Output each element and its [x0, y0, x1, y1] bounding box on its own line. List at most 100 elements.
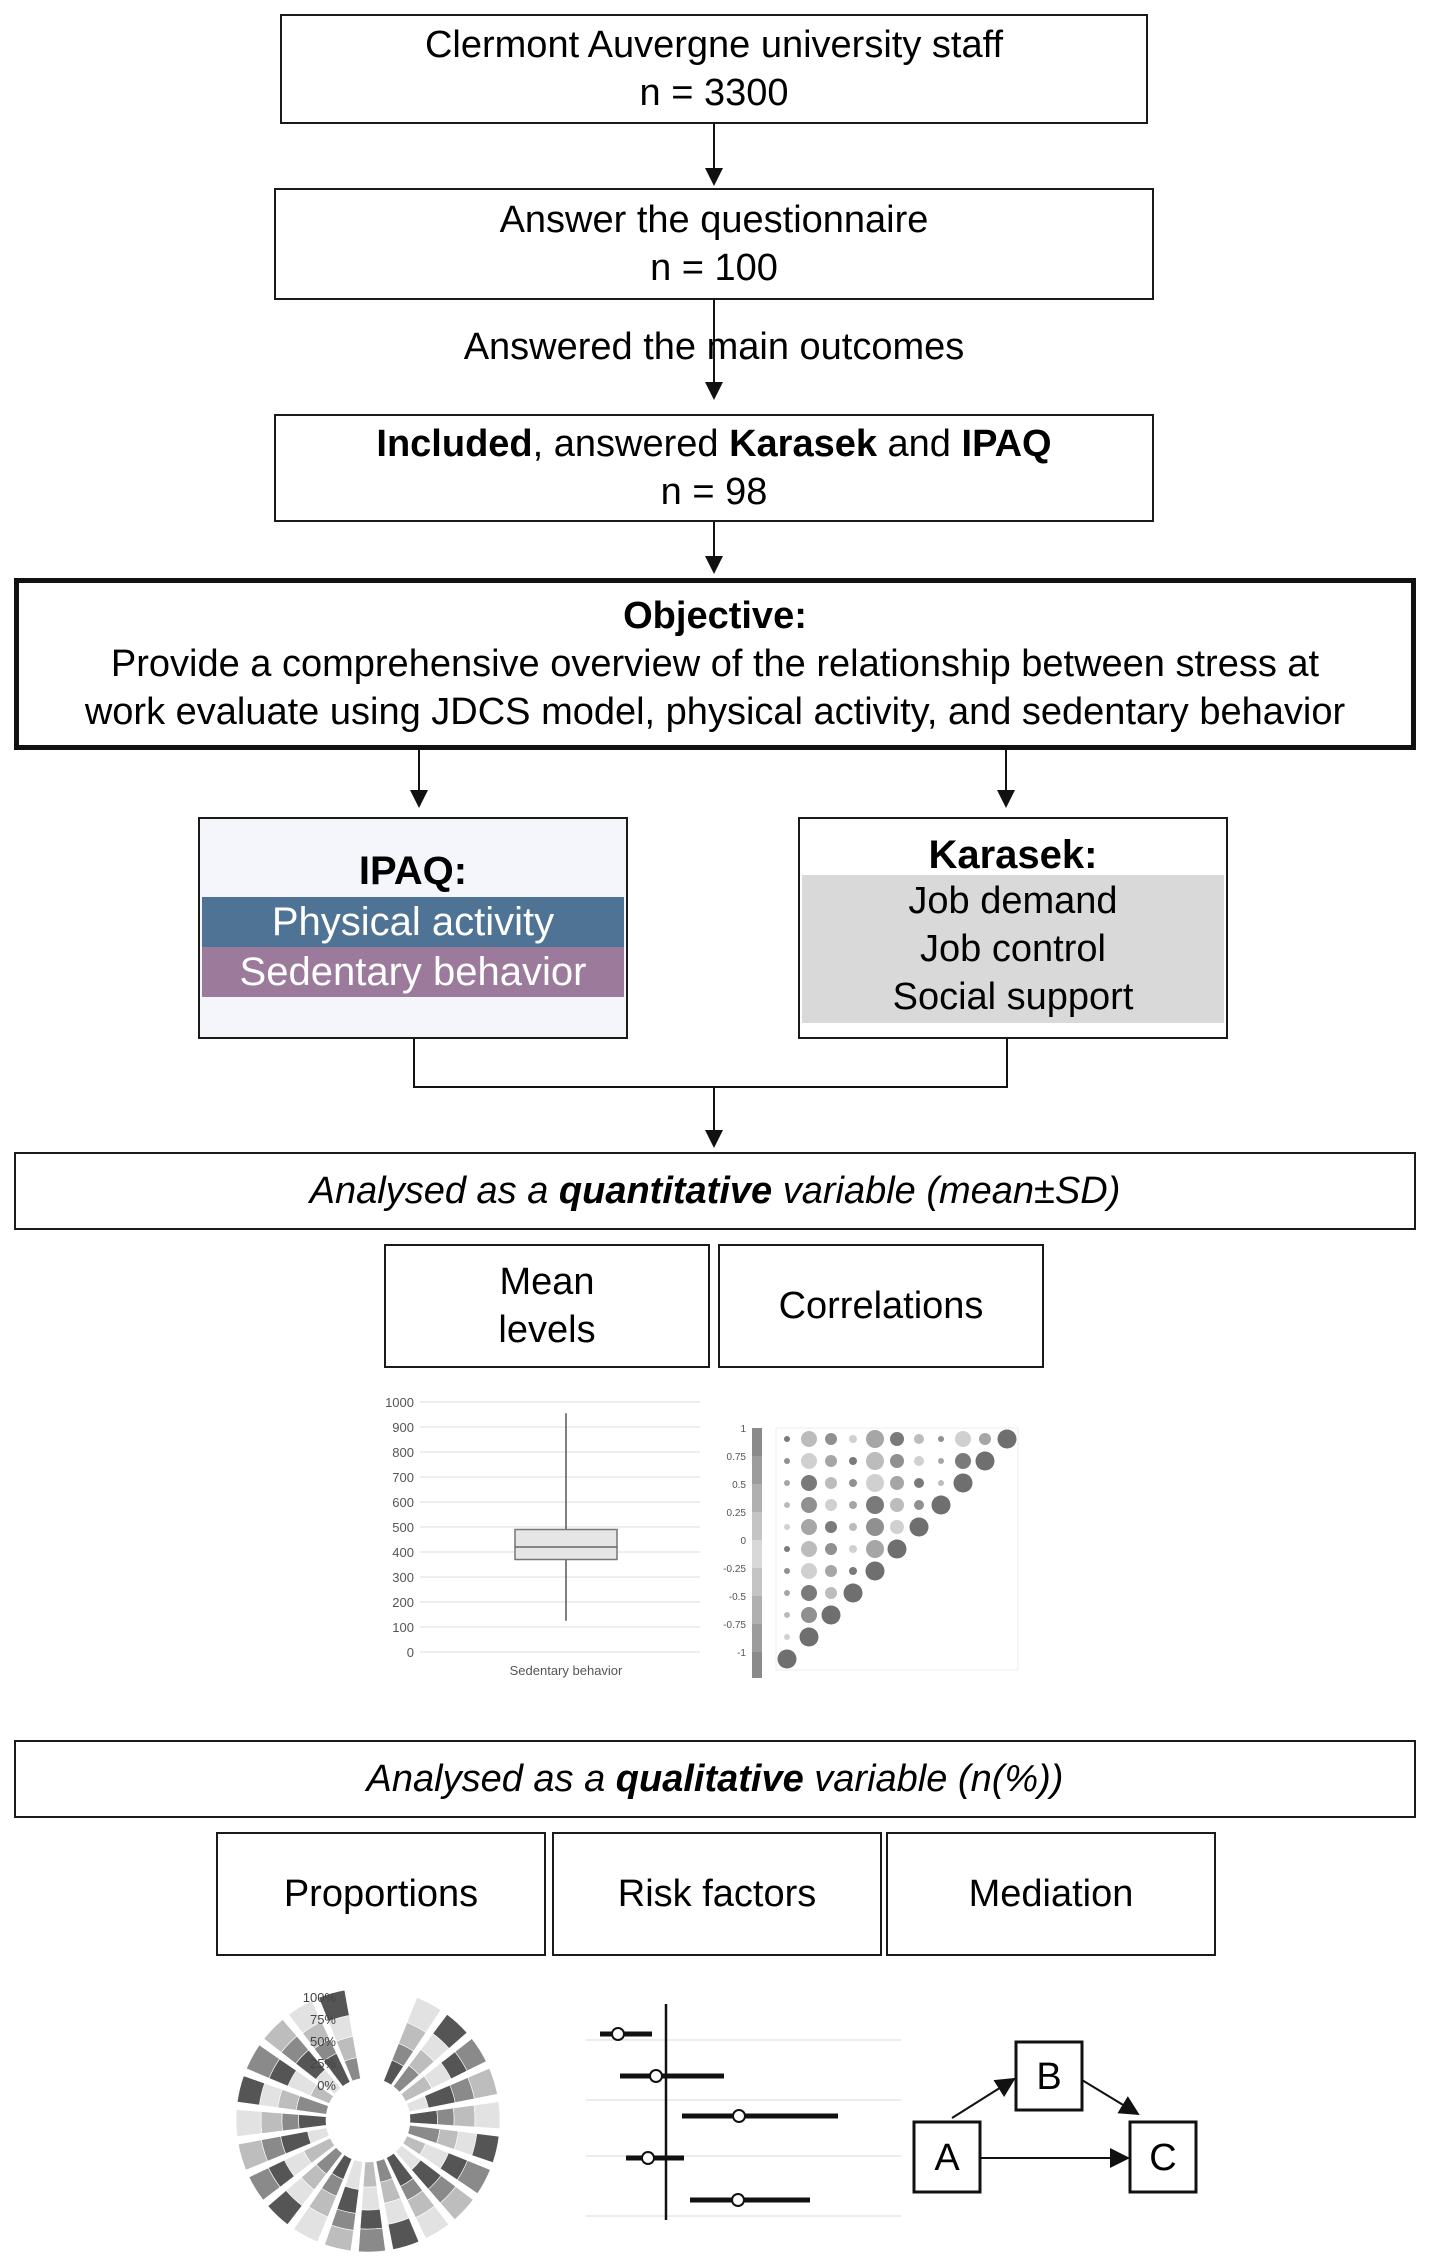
arrowhead: [705, 168, 723, 186]
correlation-circle: [825, 1499, 837, 1511]
node-b: B: [1014, 2040, 1084, 2112]
connector: [713, 522, 715, 556]
correlation-circle: [975, 1451, 995, 1471]
correlation-circle: [865, 1561, 885, 1581]
y-tick-label: 1000: [385, 1395, 414, 1410]
boxplot-grid: [420, 1401, 700, 1653]
correlation-circle: [801, 1453, 817, 1469]
questionnaire-label: Answer the questionnaire: [499, 199, 929, 241]
questionnaire-count: n = 100: [650, 247, 778, 289]
radial-segment: [409, 2110, 438, 2125]
scale-tick-label: 0.75: [727, 1452, 747, 1463]
correlation-circle: [914, 1434, 924, 1444]
sedentary-behavior-band: Sedentary behavior: [202, 947, 624, 997]
arrowhead: [705, 556, 723, 574]
correlations-label: Correlations: [778, 1285, 984, 1327]
correlation-circle: [784, 1612, 790, 1618]
proportions-box: Proportions: [216, 1832, 546, 1956]
radial-segment: [336, 2185, 360, 2214]
correlation-circle: [821, 1605, 841, 1625]
karasek-box: Karasek: Job demand Job control Social s…: [798, 817, 1228, 1039]
radial-tick-labels: 100%75%50%25%0%: [303, 1990, 337, 2093]
radial-segment: [387, 2217, 420, 2250]
mean-levels-label-1: Mean: [499, 1261, 595, 1303]
risk-factors-box: Risk factors: [552, 1832, 882, 1956]
radial-proportions-chart: 100%75%50%25%0%: [235, 1989, 501, 2253]
correlation-circle: [931, 1495, 951, 1515]
job-control-label: Job control: [920, 928, 1106, 970]
karasek-title: Karasek:: [928, 833, 1098, 877]
radial-tick-label: 50%: [310, 2034, 336, 2049]
ipaq-band-2-bg: [202, 947, 624, 997]
radial-segment: [267, 2190, 303, 2226]
correlation-circle: [849, 1457, 857, 1465]
scale-tick-label: -0.75: [723, 1620, 746, 1631]
radial-segment: [456, 2160, 491, 2195]
estimate-point: [611, 2027, 625, 2041]
correlation-circle: [849, 1501, 857, 1509]
correlation-circle: [801, 1585, 817, 1601]
arrowhead: [705, 1130, 723, 1148]
radial-segment: [298, 2114, 327, 2130]
node-a-label: A: [934, 2137, 960, 2179]
job-demand-label: Job demand: [908, 880, 1118, 922]
radial-segment: [245, 2044, 280, 2079]
correlation-circle: [866, 1430, 884, 1448]
node-a: A: [912, 2120, 982, 2194]
scale-segment: [752, 1624, 762, 1652]
risk-factors-label: Risk factors: [617, 1873, 817, 1915]
node-c: C: [1128, 2120, 1198, 2194]
correlation-circle: [914, 1456, 924, 1466]
qualitative-box: Analysed as a qualitative variable (n(%)…: [14, 1740, 1416, 1818]
mean-levels-label-2: levels: [498, 1309, 596, 1351]
y-tick-label: 600: [392, 1495, 414, 1510]
correlation-circle: [938, 1436, 944, 1442]
mediation-box: Mediation: [886, 1832, 1216, 1956]
correlation-circle: [784, 1436, 790, 1442]
radial-segment: [359, 2208, 383, 2230]
radial-segment: [471, 2133, 500, 2163]
radial-segment: [358, 2227, 386, 2253]
correlation-circle: [849, 1523, 857, 1531]
correlation-circle: [825, 1543, 837, 1555]
correlation-circle: [843, 1583, 863, 1603]
mean-levels-box: Mean levels: [384, 1244, 710, 1368]
correlation-color-scale: 10.750.50.250-0.25-0.5-0.75-1: [723, 1424, 762, 1678]
connector: [1005, 750, 1007, 790]
correlation-circle: [801, 1475, 817, 1491]
karasek-band: Job demand Job control Social support: [802, 875, 1224, 1023]
estimate-point: [731, 2193, 745, 2207]
correlation-circle: [887, 1539, 907, 1559]
ipaq-title: IPAQ:: [358, 849, 468, 893]
matrix-frame: [775, 1427, 1019, 1671]
node-c-label: C: [1149, 2137, 1176, 2179]
correlation-circle: [914, 1478, 924, 1488]
quantitative-box: Analysed as a quantitative variable (mea…: [14, 1152, 1416, 1230]
y-tick-label: 300: [392, 1570, 414, 1585]
radial-segment: [415, 2205, 450, 2240]
connector: [713, 124, 715, 170]
correlation-circle: [801, 1497, 817, 1513]
y-tick-label: 200: [392, 1595, 414, 1610]
correlation-circle: [997, 1429, 1017, 1449]
correlation-circle: [866, 1518, 884, 1536]
correlation-circle: [955, 1453, 971, 1469]
staff-count: n = 3300: [639, 72, 789, 114]
correlation-circle: [784, 1480, 790, 1486]
correlation-circles: [775, 1427, 1019, 1671]
scale-tick-label: 0.25: [727, 1508, 747, 1519]
correlation-circle: [784, 1634, 790, 1640]
ipaq-band-1-bg: [202, 897, 624, 947]
mediation-diagram: A B C: [912, 2040, 1198, 2194]
correlation-circle: [801, 1541, 817, 1557]
edge-a-b: [951, 2077, 1016, 2119]
correlation-circle: [784, 1458, 790, 1464]
radial-segment: [436, 2107, 455, 2126]
radial-tick-label: 100%: [303, 1990, 337, 2005]
forest-gridlines: [586, 2039, 901, 2217]
correlation-circle: [866, 1452, 884, 1470]
scale-segment: [752, 1484, 762, 1512]
correlation-circle: [866, 1496, 884, 1514]
staff-box: Clermont Auvergne university staff n = 3…: [280, 14, 1148, 124]
connector: [413, 1086, 1008, 1088]
